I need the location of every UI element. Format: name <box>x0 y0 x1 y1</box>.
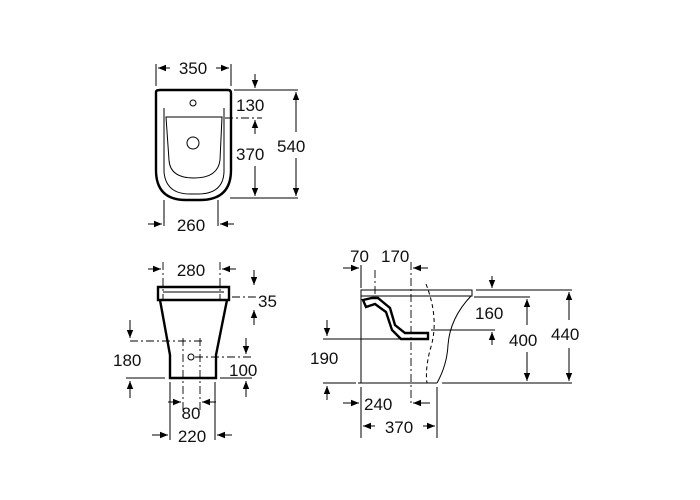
dim-440: 440 <box>551 325 579 344</box>
dim-220: 220 <box>178 427 206 446</box>
dim-130: 130 <box>236 96 264 115</box>
dim-370: 370 <box>236 145 264 164</box>
side-lid <box>360 289 473 297</box>
dim-160: 160 <box>475 304 503 323</box>
drain-icon <box>187 353 195 361</box>
top-outline <box>154 88 233 202</box>
dim-280: 280 <box>177 261 205 280</box>
dim-370-side: 370 <box>385 418 413 437</box>
dim-350: 350 <box>179 59 207 78</box>
dim-190: 190 <box>310 349 338 368</box>
dim-400: 400 <box>509 331 537 350</box>
side-bowl <box>361 296 430 341</box>
dim-180: 180 <box>113 351 141 370</box>
dim-260: 260 <box>177 216 205 235</box>
dim-100: 100 <box>229 361 257 380</box>
dim-35: 35 <box>258 292 277 311</box>
dim-240: 240 <box>364 395 392 414</box>
drain-icon <box>186 136 200 150</box>
dim-80: 80 <box>182 404 201 423</box>
side-view: 70 170 160 400 440 190 240 370 <box>310 247 579 438</box>
top-basin <box>165 116 223 179</box>
top-view: 350 130 370 540 260 <box>148 59 305 235</box>
front-view: 280 35 180 100 80 220 <box>113 261 277 446</box>
tap-hole-icon <box>189 99 197 107</box>
dim-70: 70 <box>350 247 369 266</box>
front-rim <box>156 285 231 302</box>
dim-170: 170 <box>381 247 409 266</box>
dim-540: 540 <box>277 137 305 156</box>
top-bowl <box>163 108 225 195</box>
front-body <box>158 299 229 380</box>
